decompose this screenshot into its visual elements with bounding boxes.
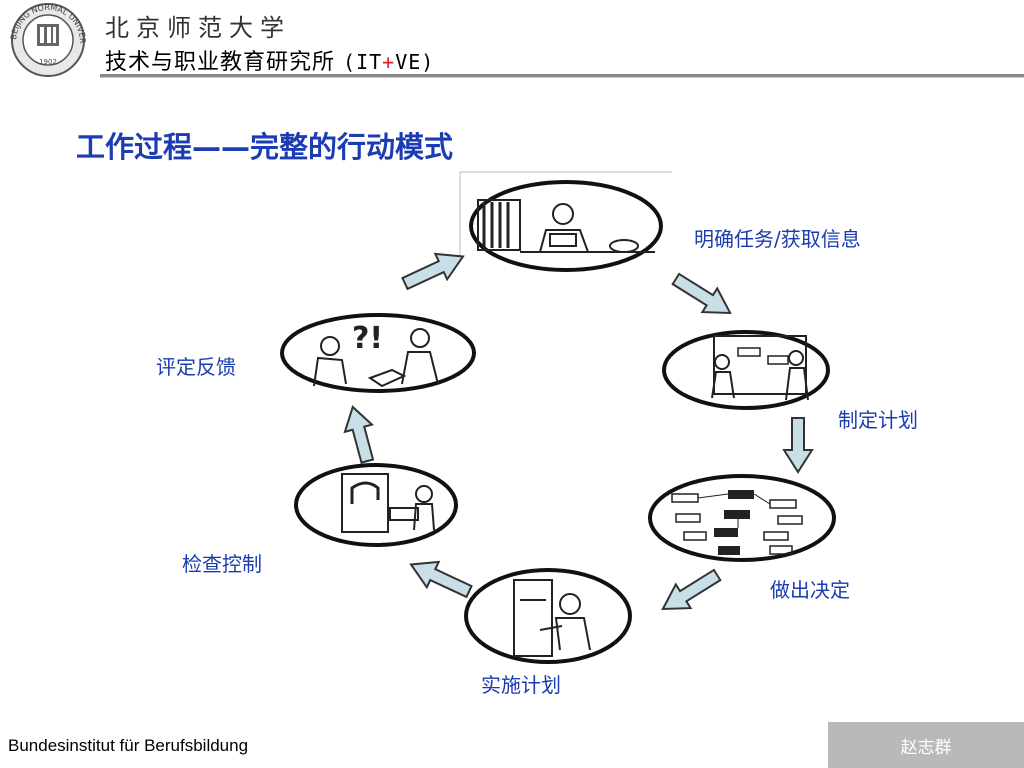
inspection-icon — [294, 463, 458, 547]
flow-arrow-execute-to-check — [409, 560, 473, 599]
footer-organization: Bundesinstitut für Berufsbildung — [8, 736, 249, 755]
svg-text:?!: ?! — [352, 321, 383, 356]
step-label-plan: 制定计划 — [838, 408, 918, 432]
discussion-icon: ?! — [280, 313, 476, 393]
step-label-decide: 做出决定 — [770, 578, 850, 602]
institute-name: 技术与职业教育研究所 (IT+VE) — [105, 50, 435, 75]
header-divider-shadow — [100, 77, 1024, 78]
svg-text:1902: 1902 — [39, 58, 57, 66]
decision-chart-icon — [648, 474, 836, 562]
flow-arrow-feedback-to-task — [401, 252, 465, 291]
university-seal-icon: BEIJING NORMAL UNIVERSITY 1902 — [2, 2, 87, 77]
flow-arrow-check-to-feedback — [343, 405, 375, 464]
step-label-check: 检查控制 — [182, 552, 262, 576]
planning-board-icon — [662, 330, 830, 410]
university-name: 北京师范大学 — [105, 14, 291, 42]
working-person-icon — [464, 568, 632, 664]
footer-author-box: 赵志群 — [828, 722, 1024, 768]
flow-arrow-task-to-plan — [671, 272, 732, 315]
step-label-feedback: 评定反馈 — [156, 355, 236, 379]
footer-author: 赵志群 — [900, 737, 952, 758]
reading-person-icon — [469, 180, 663, 272]
flow-arrow-plan-to-decide — [782, 417, 814, 474]
flow-arrow-decide-to-execute — [661, 568, 722, 611]
step-label-execute: 实施计划 — [481, 673, 561, 697]
header-divider — [100, 74, 1024, 77]
header: BEIJING NORMAL UNIVERSITY 1902 北京师范大学 技术… — [0, 0, 1024, 80]
slide-title: 工作过程——完整的行动模式 — [76, 130, 454, 164]
step-label-task: 明确任务/获取信息 — [694, 227, 861, 251]
